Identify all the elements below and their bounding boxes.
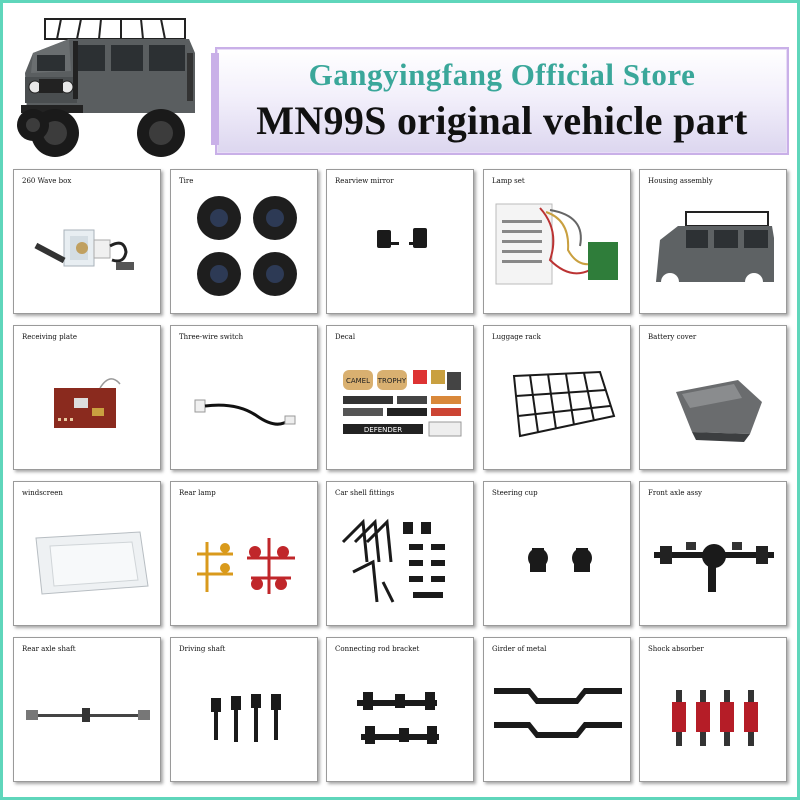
tire-icon [197, 196, 297, 296]
switch-cable-icon [194, 399, 296, 426]
part-card-rearview-mirror[interactable]: Rearview mirror [326, 169, 474, 314]
part-label: Driving shaft [179, 645, 226, 653]
part-label: Rearview mirror [335, 177, 394, 185]
part-label: Shock absorber [648, 645, 704, 653]
part-label: Housing assembly [648, 177, 713, 185]
front-axle-icon [654, 542, 774, 592]
part-card-three-wire-switch[interactable]: Three-wire switch [170, 325, 318, 470]
part-card-front-axle[interactable]: Front axle assy [639, 481, 787, 626]
battery-cover-icon [676, 380, 762, 442]
rear-lamp-icon [197, 538, 295, 594]
part-label: Tire [179, 177, 194, 185]
part-label: Battery cover [648, 333, 697, 341]
part-card-housing-assembly[interactable]: Housing assembly [639, 169, 787, 314]
part-card-decal[interactable]: Decal CAMEL TROPHY DEFENDER [326, 325, 474, 470]
decal-sheet-icon: CAMEL TROPHY DEFENDER [343, 370, 462, 437]
roof-rack-icon [512, 370, 616, 438]
lamp-set-icon [495, 203, 618, 285]
part-card-tire[interactable]: Tire [170, 169, 318, 314]
part-card-shock-absorber[interactable]: Shock absorber [639, 637, 787, 782]
gearbox-icon [34, 229, 134, 270]
shell-fittings-icon [341, 518, 445, 603]
store-name: Gangyingfang Official Store [308, 57, 696, 92]
part-label: Decal [335, 333, 356, 341]
mirror-icon [377, 228, 427, 248]
part-label: Connecting rod bracket [335, 645, 420, 653]
metal-girder-icon [494, 688, 622, 738]
part-label: Rear lamp [179, 489, 216, 497]
steering-cup-icon [528, 548, 592, 572]
part-card-driving-shaft[interactable]: Driving shaft [170, 637, 318, 782]
car-body-icon [656, 211, 774, 291]
part-label: Steering cup [492, 489, 538, 497]
circuit-board-icon [54, 378, 121, 428]
store-banner: Gangyingfang Official Store MN99S origin… [211, 47, 789, 155]
part-card-rear-lamp[interactable]: Rear lamp [170, 481, 318, 626]
part-label: windscreen [22, 489, 63, 497]
part-label: 260 Wave box [22, 177, 72, 185]
part-card-car-shell-fittings[interactable]: Car shell fittings [326, 481, 474, 626]
part-card-receiving-plate[interactable]: Receiving plate [13, 325, 161, 470]
part-label: Receiving plate [22, 333, 77, 341]
part-card-windscreen[interactable]: windscreen [13, 481, 161, 626]
part-label: Girder of metal [492, 645, 547, 653]
decal-defender-text: DEFENDER [364, 426, 402, 434]
part-label: Lamp set [492, 177, 525, 185]
part-card-wave-box[interactable]: 260 Wave box [13, 169, 161, 314]
parts-grid: 260 Wave box Tire [13, 169, 793, 793]
decal-camel-text: CAMEL [346, 377, 370, 385]
part-card-battery-cover[interactable]: Battery cover [639, 325, 787, 470]
part-card-metal-girder[interactable]: Girder of metal [483, 637, 631, 782]
drive-shaft-icon [211, 694, 281, 742]
part-card-lamp-set[interactable]: Lamp set [483, 169, 631, 314]
part-label: Three-wire switch [179, 333, 244, 341]
page-headline: MN99S original vehicle part [256, 98, 748, 143]
part-card-connecting-rod-bracket[interactable]: Connecting rod bracket [326, 637, 474, 782]
part-label: Car shell fittings [335, 489, 395, 497]
part-label: Luggage rack [492, 333, 541, 341]
part-card-luggage-rack[interactable]: Luggage rack [483, 325, 631, 470]
part-card-steering-cup[interactable]: Steering cup [483, 481, 631, 626]
part-card-rear-axle-shaft[interactable]: Rear axle shaft [13, 637, 161, 782]
part-label: Front axle assy [648, 489, 703, 497]
rod-bracket-icon [357, 692, 439, 744]
shock-absorber-icon [672, 690, 758, 746]
part-label: Rear axle shaft [22, 645, 76, 653]
windscreen-icon [35, 531, 149, 595]
hero-vehicle-image [17, 18, 195, 157]
rear-axle-icon [26, 708, 150, 722]
page-frame: Gangyingfang Official Store MN99S origin… [3, 3, 797, 797]
decal-trophy-text: TROPHY [377, 377, 407, 385]
